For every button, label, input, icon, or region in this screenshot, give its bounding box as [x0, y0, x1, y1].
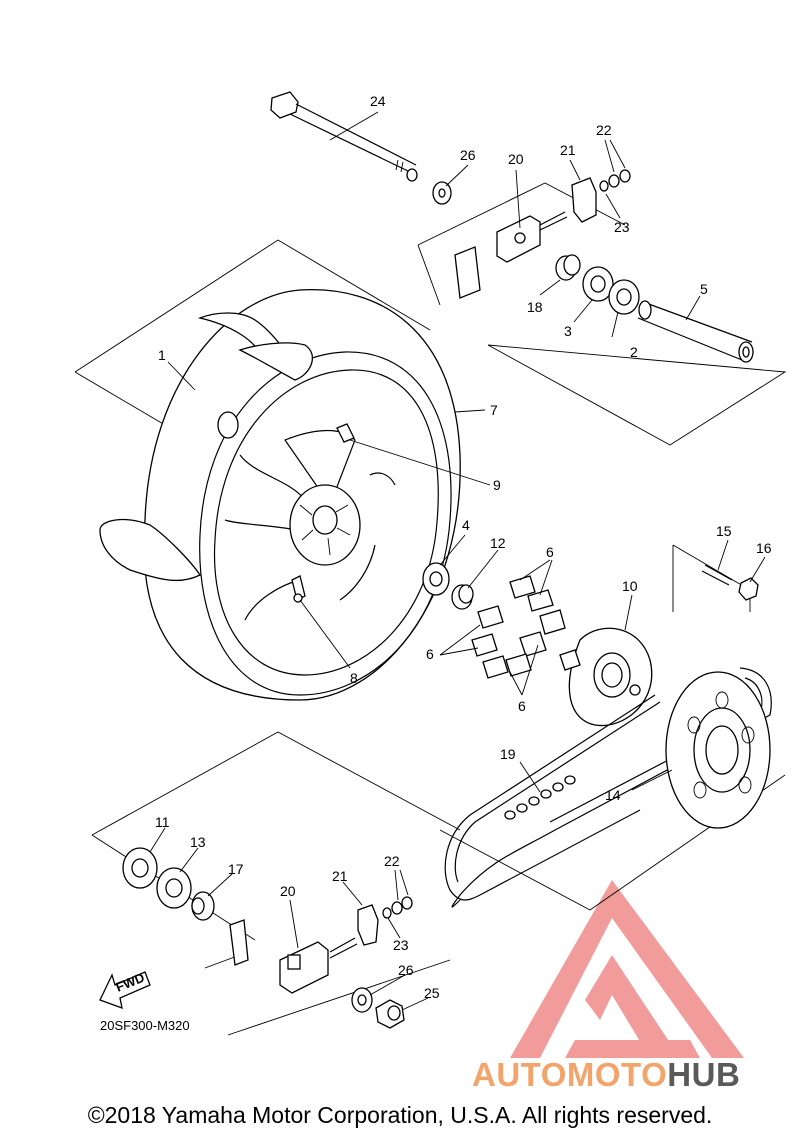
callout-15: 15 — [716, 523, 732, 539]
drive-chain — [444, 667, 772, 908]
callout-23-top: 23 — [614, 219, 630, 235]
assembly-guide-lines — [74, 182, 787, 1036]
chain-adjuster-top — [454, 169, 631, 299]
leader-lines — [149, 111, 766, 1011]
callout-11: 11 — [155, 814, 170, 830]
callout-numbers: 24 26 20 21 22 23 18 3 2 5 1 7 9 4 12 6 … — [155, 93, 772, 1001]
chain-adjuster-bottom — [229, 896, 413, 994]
callout-14: 14 — [605, 787, 621, 803]
callout-19: 19 — [500, 746, 516, 762]
callout-20-bottom: 20 — [280, 883, 296, 899]
hub-spacer-and-bearings — [555, 254, 754, 363]
callout-1: 1 — [158, 347, 166, 363]
callout-9: 9 — [493, 477, 501, 493]
callout-10: 10 — [622, 578, 638, 594]
callout-5: 5 — [700, 281, 708, 297]
callout-7: 7 — [490, 402, 498, 418]
callout-2: 2 — [630, 344, 638, 360]
callout-24: 24 — [370, 93, 386, 109]
rear-wheel — [99, 288, 461, 701]
callout-13: 13 — [190, 834, 206, 850]
sprocket-hub — [559, 627, 653, 727]
wheel-dampers — [471, 575, 566, 679]
callout-6-top: 6 — [546, 544, 554, 560]
callout-26-top: 26 — [460, 147, 476, 163]
callout-16: 16 — [756, 540, 772, 556]
washer-top — [432, 181, 452, 205]
bearing-and-collar-mid — [422, 562, 474, 610]
automotohub-wordmark: AUTOMOTOHUB — [472, 1056, 740, 1094]
chain-links — [504, 775, 576, 820]
callout-18: 18 — [527, 299, 543, 315]
callout-21-top: 21 — [560, 142, 576, 158]
callout-26-bottom: 26 — [398, 962, 414, 978]
callout-6-bottom: 6 — [518, 698, 526, 714]
axle — [270, 91, 418, 182]
copyright-notice: ©2018 Yamaha Motor Corporation, U.S.A. A… — [87, 1102, 713, 1128]
callout-25: 25 — [424, 985, 440, 1001]
callout-17: 17 — [228, 861, 244, 877]
diagram-code: 20SF300-M320 — [100, 1018, 190, 1033]
callout-8: 8 — [350, 670, 358, 686]
axle-washer-and-nut — [351, 987, 405, 1029]
callout-3: 3 — [564, 323, 572, 339]
callout-22-top: 22 — [596, 122, 612, 138]
callout-22-bottom: 22 — [384, 853, 400, 869]
automotohub-logo — [510, 880, 744, 1058]
callout-20-top: 20 — [508, 151, 524, 167]
stud-and-nut — [701, 564, 759, 601]
left-side-bearings — [122, 847, 215, 921]
rear-sprocket — [665, 671, 771, 829]
callout-23-bottom: 23 — [393, 937, 409, 953]
wordmark-part1: AUTOMOTO — [472, 1056, 668, 1093]
hub-vanes — [299, 504, 351, 556]
wordmark-part2: HUB — [667, 1056, 741, 1093]
callout-4: 4 — [462, 517, 470, 533]
callout-21-bottom: 21 — [332, 868, 348, 884]
fwd-arrow: FWD — [99, 970, 151, 1010]
callout-6-left: 6 — [426, 646, 434, 662]
callout-12: 12 — [490, 535, 506, 551]
